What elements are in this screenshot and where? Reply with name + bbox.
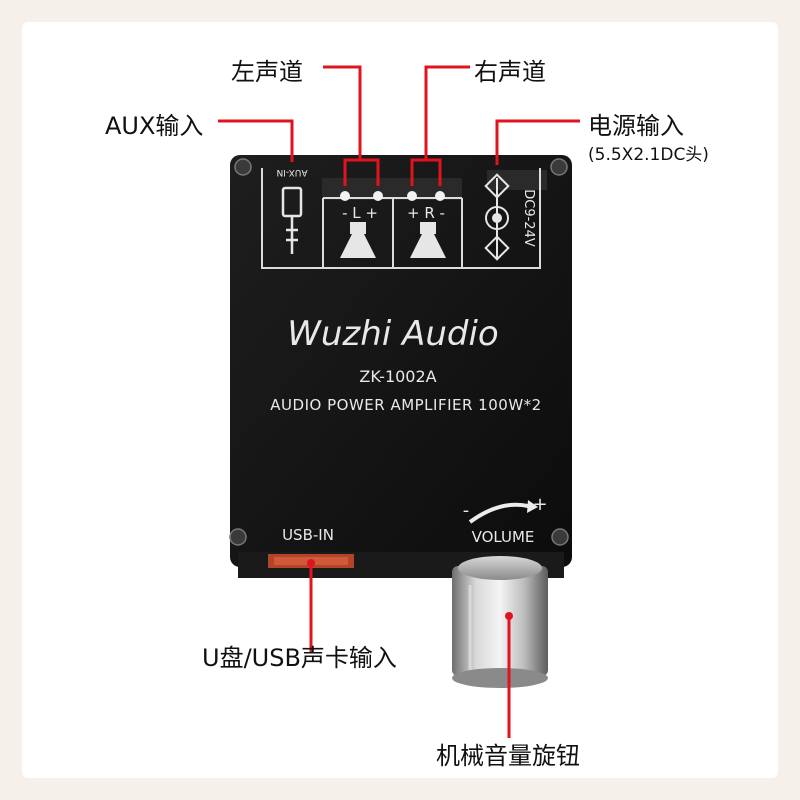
usb-in-label: USB-IN: [282, 526, 334, 544]
volume-plus-label: +: [532, 494, 547, 515]
brand-logo: Wuzhi Audio: [287, 314, 498, 354]
dc-polarity-icon: [484, 173, 510, 261]
right-channel-callout: 右声道: [474, 58, 546, 86]
leader-lines: [218, 65, 580, 738]
aux-input-callout: AUX输入: [105, 112, 204, 140]
dc-jack-housing: [487, 170, 547, 190]
amplifier-board: [230, 155, 572, 567]
left-speaker-icon: [340, 222, 376, 258]
volume-knob: [452, 556, 548, 688]
leader-dots: [307, 559, 513, 620]
power-input-spec-callout: (5.5X2.1DC头): [588, 145, 709, 165]
right-terminal-label: + R -: [407, 204, 445, 222]
panel-outline: [261, 168, 541, 269]
power-input-callout: 电源输入: [588, 112, 684, 140]
volume-minus-label: -: [463, 500, 470, 521]
usb-input-callout: U盘/USB声卡输入: [202, 644, 397, 672]
terminal-block: [322, 178, 462, 200]
aux-in-label: AUX-IN: [276, 167, 307, 177]
description-label: AUDIO POWER AMPLIFIER 100W*2: [270, 396, 541, 414]
voltage-label: DC9-24V: [521, 189, 536, 247]
right-speaker-icon: [410, 222, 446, 258]
volume-label: VOLUME: [472, 528, 535, 546]
volume-arrow-icon: [468, 500, 538, 524]
left-terminal-label: - L +: [342, 204, 378, 222]
terminal-screw-icons: [340, 191, 445, 201]
left-channel-callout: 左声道: [231, 58, 303, 86]
aux-jack-icon: [281, 186, 303, 254]
volume-knob-callout: 机械音量旋钮: [436, 742, 580, 770]
screw-icons: [229, 158, 569, 546]
model-label: ZK-1002A: [359, 367, 436, 386]
